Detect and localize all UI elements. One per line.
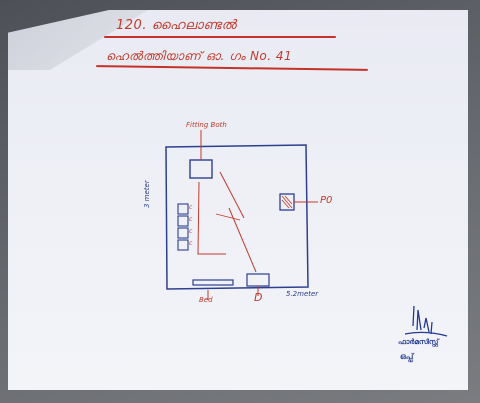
small-box xyxy=(177,215,189,227)
bed-rect xyxy=(192,279,234,286)
header-line-2: ഹെൽത്തിയാണ് ഓ. ഗം No. 41 xyxy=(106,49,293,63)
label-bottom-dimension: 5.2meter xyxy=(286,290,319,298)
path-red-2 xyxy=(197,181,226,255)
paper-sheet xyxy=(8,10,468,390)
small-box-label: c xyxy=(189,228,193,235)
label-bed: Bed xyxy=(199,296,213,304)
label-door: D xyxy=(254,291,263,304)
path-red-4 xyxy=(215,213,241,221)
room-outline xyxy=(165,144,309,290)
small-box xyxy=(177,239,189,251)
small-box-label: c xyxy=(189,204,193,211)
signature-line-1: ഫാർമസിസ്റ്റ് xyxy=(398,338,439,346)
small-box-label: c xyxy=(189,216,193,223)
header-underline-1 xyxy=(104,36,336,38)
small-box xyxy=(177,203,189,215)
p0-hatch xyxy=(281,195,293,209)
label-fitting: Fitting Both xyxy=(186,121,227,129)
signature-line-2: ഒപ്പ് xyxy=(400,352,414,361)
label-p0: P0 xyxy=(320,195,333,206)
path-red-1 xyxy=(219,171,245,219)
small-box xyxy=(177,227,189,239)
small-box-label: c xyxy=(189,240,193,247)
header-line-1: 120. ഹൈലാണ്ടൽ xyxy=(116,18,237,33)
